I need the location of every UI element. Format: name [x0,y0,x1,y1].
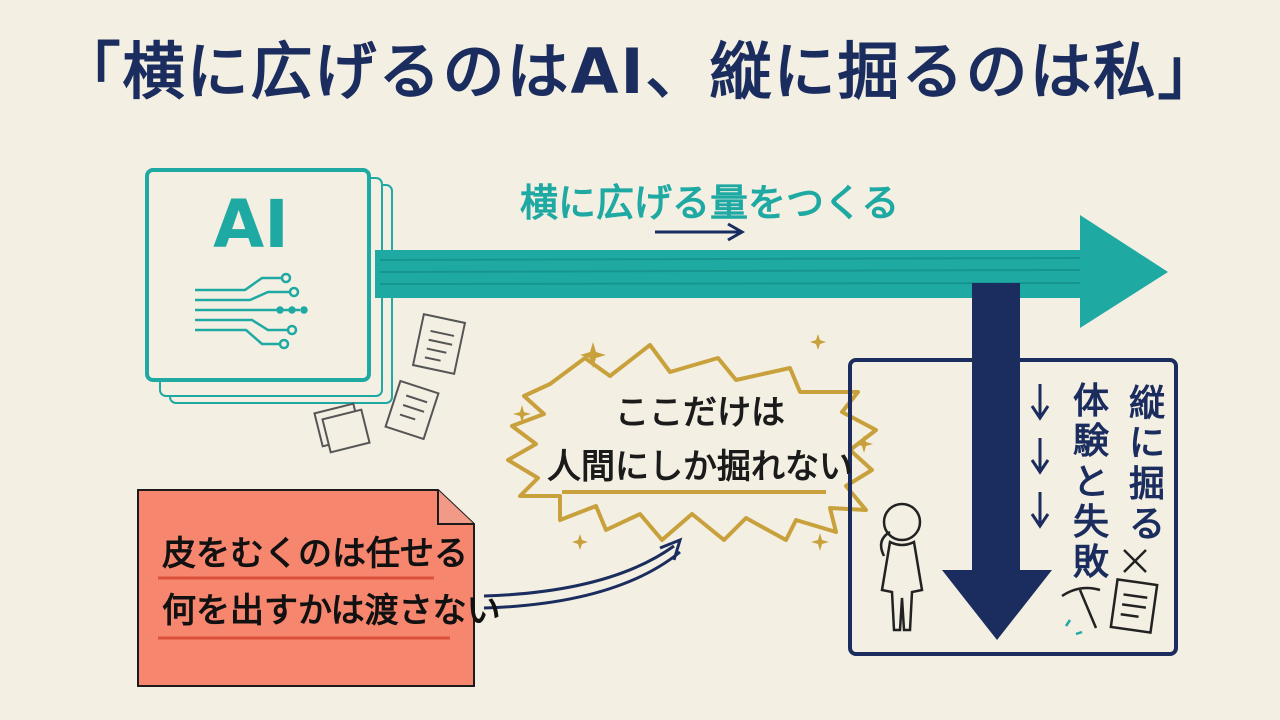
ai-label: AI [213,186,289,263]
notepad-icon [1109,578,1159,634]
document-icon [411,313,467,375]
folder-icon [313,402,371,454]
thinking-person-icon [879,502,924,632]
starburst [506,334,878,551]
page-title: 「横に広げるのはAI、縦に掘るのは私」 [58,35,1222,108]
small-right-arrow [655,222,746,242]
horizontal-label: 横に広げる量をつくる [520,181,900,225]
burst-line-2: 人間にしか掘れない [547,447,853,487]
vertical-label: 縦に掘る [1128,383,1165,545]
burst-line-1: ここだけは [615,393,785,433]
down-arrows [1030,384,1050,529]
circuit-icon [195,272,308,350]
sticky-note [137,489,475,687]
vertical-sub-label: 体験と失敗 [1072,381,1109,584]
note-line-2: 何を出すかは渡さない [162,591,501,631]
curved-arrow [483,537,683,610]
horizontal-arrow [375,215,1168,328]
pickaxe-icon [1061,586,1101,636]
tools-icon [1123,549,1147,573]
note-line-1: 皮をむくのは任せる [162,534,468,574]
notebook-icon [384,379,440,441]
vertical-arrow [942,283,1052,640]
